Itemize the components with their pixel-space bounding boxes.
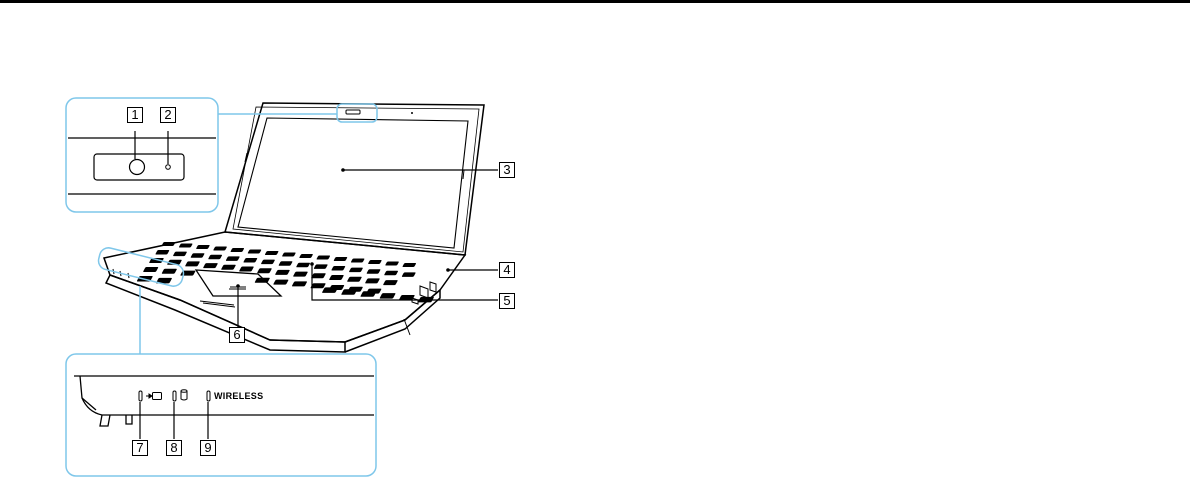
callout-7: 7 — [132, 440, 148, 456]
keyboard-key — [278, 261, 292, 266]
callout-6-dot — [236, 284, 240, 288]
wireless-indicator-icon — [207, 391, 210, 401]
keyboard-key — [213, 247, 227, 251]
keyboard-key — [221, 265, 236, 270]
keyboard-key — [365, 278, 380, 283]
keyboard-key — [196, 245, 210, 249]
keyboard-key — [185, 261, 200, 266]
charge-indicator-icon — [146, 393, 162, 400]
keyboard — [137, 242, 435, 302]
keyboard-key — [208, 255, 222, 259]
keyboard-key — [257, 268, 272, 273]
laptop-screen — [238, 118, 468, 248]
keyboard-key — [243, 258, 257, 263]
callout-6: 6 — [229, 327, 245, 343]
keyboard-key — [261, 260, 275, 265]
keyboard-key — [239, 267, 254, 272]
callout-3: 3 — [499, 162, 515, 178]
keyboard-key — [180, 271, 196, 276]
keyboard-key — [143, 267, 159, 272]
keyboard-key — [329, 275, 344, 280]
keyboard-key — [322, 287, 338, 293]
keyboard-key — [265, 251, 279, 255]
keyboard-key — [314, 264, 328, 269]
disk-led — [173, 391, 176, 401]
keyboard-key — [368, 260, 382, 264]
keyboard-key — [402, 263, 416, 267]
keyboard-key — [383, 280, 398, 285]
keyboard-key — [379, 293, 395, 299]
keyboard-key — [296, 263, 310, 268]
keyboard-key — [203, 263, 218, 268]
keyboard-key — [293, 272, 308, 277]
keyboard-key — [385, 262, 399, 266]
keyboard-key — [190, 253, 204, 258]
callout-4-dot — [446, 268, 450, 272]
camera-indicator-icon — [166, 165, 171, 170]
charge-led — [139, 391, 142, 401]
front-slot — [200, 301, 235, 307]
keyboard-key — [173, 252, 187, 257]
keyboard-key — [299, 254, 313, 258]
keyboard-key — [349, 268, 363, 273]
lid-mic-icon — [411, 112, 413, 114]
keyboard-key — [311, 273, 326, 278]
keyboard-key — [402, 272, 416, 277]
laptop-lid — [225, 103, 484, 255]
laptop-base — [104, 232, 465, 352]
callout-9: 9 — [200, 440, 216, 456]
front-edge-body — [74, 376, 374, 426]
keyboard-key — [161, 269, 177, 274]
callout-4: 4 — [499, 262, 515, 278]
keyboard-key — [161, 242, 175, 246]
keyboard-key — [366, 269, 380, 274]
keyboard-key — [333, 257, 347, 261]
callout-8: 8 — [166, 440, 182, 456]
callout-3-dot — [341, 168, 345, 172]
keyboard-key — [282, 253, 296, 257]
callout-5: 5 — [499, 293, 515, 309]
camera-lens-icon — [130, 160, 145, 175]
keyboard-key — [179, 244, 193, 248]
keyboard-key — [292, 281, 308, 286]
callout-5-dot — [310, 262, 314, 266]
callout-2: 2 — [160, 107, 176, 123]
keyboard-key — [230, 248, 244, 252]
keyboard-key — [347, 277, 362, 282]
keyboard-key — [226, 256, 240, 261]
keyboard-key — [310, 283, 326, 288]
indicator-highlight-frame — [97, 246, 186, 288]
wireless-label: WIRELESS — [214, 391, 263, 401]
lid-side-mark-right — [463, 170, 464, 179]
keyboard-key — [331, 266, 345, 271]
disk-drive-indicator-icon — [181, 390, 187, 400]
keyboard-key — [360, 291, 376, 297]
keyboard-key — [384, 271, 398, 276]
keyboard-key — [155, 250, 169, 255]
keyboard-key — [351, 259, 365, 263]
lid-camera-icon — [346, 110, 360, 114]
keyboard-key — [275, 270, 290, 275]
callout-1: 1 — [127, 107, 143, 123]
keyboard-key — [273, 280, 289, 285]
keyboard-key — [247, 250, 261, 254]
keyboard-key — [341, 289, 357, 295]
keyboard-key — [316, 256, 330, 260]
